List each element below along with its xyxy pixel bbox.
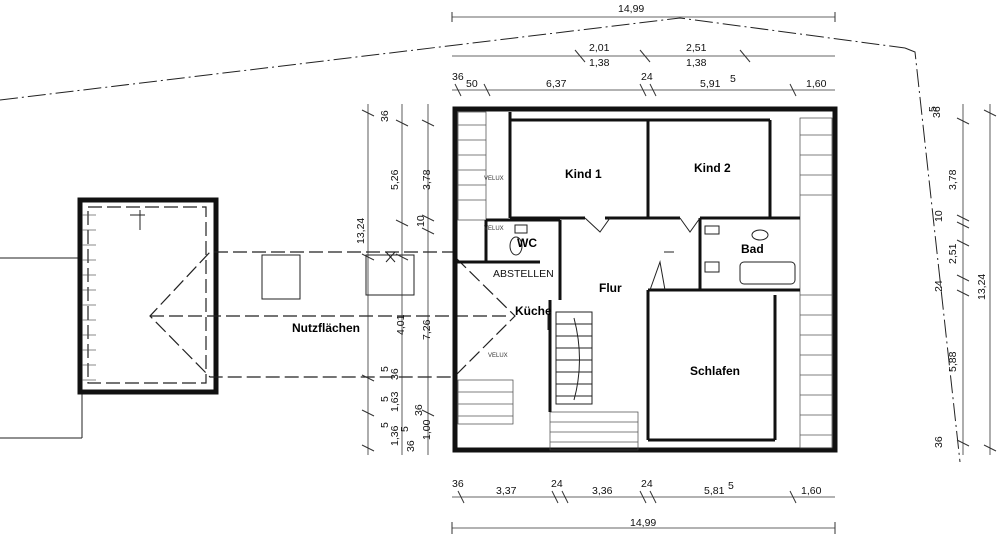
main-building-walls — [452, 106, 838, 453]
dim-left-l9: 5 — [379, 366, 391, 372]
dim-right-r5: 24 — [933, 280, 945, 292]
velux-label-2: VELUX — [484, 226, 504, 232]
dim-bottom-b2: 24 — [551, 478, 563, 490]
dimension-chain-right — [956, 104, 997, 455]
dim-top-c3: 5,91 — [700, 78, 721, 90]
roof-hatch-left — [457, 111, 639, 451]
dim-left-l16: 1,00 — [421, 419, 433, 440]
dim-right-r6: 13,24 — [976, 274, 988, 300]
dim-right-r4: 2,51 — [947, 243, 959, 264]
dim-left-l2: 3,78 — [421, 169, 433, 190]
dim-left-l8: 36 — [389, 368, 401, 380]
dimension-chain-top — [451, 12, 836, 97]
sanitary-fixtures — [509, 224, 796, 285]
flur-outline — [584, 217, 701, 291]
roof-outline — [149, 251, 516, 378]
dim-left-l6: 4,01 — [395, 314, 407, 335]
dim-bottom-b5b: 5 — [728, 480, 734, 492]
dim-right-r2: 3,78 — [947, 169, 959, 190]
dim-bottom-total: 14,99 — [630, 517, 656, 529]
dim-bottom-b4: 24 — [641, 478, 653, 490]
interior-walls — [456, 112, 800, 442]
room-label-bad: Bad — [741, 242, 764, 256]
room-label-kind2: Kind 2 — [694, 161, 731, 175]
dim-right-r3: 10 — [933, 210, 945, 222]
room-label-flur: Flur — [599, 281, 622, 295]
dim-left-l17: 5 — [399, 426, 411, 432]
dim-right-r8: 36 — [933, 436, 945, 448]
column-markers — [385, 251, 674, 330]
roof-hatch-right — [799, 117, 833, 449]
dim-left-l11: 5 — [379, 396, 391, 402]
property-line-right — [904, 47, 961, 463]
dim-right-r1: 36 — [931, 106, 943, 118]
dim-bottom-b6: 1,60 — [801, 485, 822, 497]
dim-left-l12: 36 — [413, 404, 425, 416]
room-label-nutzflaechen: Nutzflächen — [292, 321, 360, 335]
velux-label-1: VELUX — [484, 176, 504, 182]
dim-left-l14: 5 — [379, 422, 391, 428]
dim-right-r7: 5,88 — [947, 351, 959, 372]
dim-right-r9: 5 — [927, 106, 939, 112]
dim-top-c0b: 50 — [466, 78, 478, 90]
room-label-schlafen: Schlafen — [690, 364, 740, 378]
dim-bottom-b0: 36 — [452, 478, 464, 490]
dim-left-l7: 7,26 — [421, 319, 433, 340]
room-label-abstellen: ABSTELLEN — [493, 268, 554, 280]
stairs — [555, 311, 593, 405]
dimension-chain-left — [361, 104, 435, 455]
dim-top-c0: 36 — [452, 71, 464, 83]
dim-bottom-b3: 3,36 — [592, 485, 613, 497]
dim-top-c1: 6,37 — [546, 78, 567, 90]
dim-top-b: 2,51 — [686, 42, 707, 54]
property-line-top — [0, 17, 906, 101]
dim-top-c4: 1,60 — [806, 78, 827, 90]
dim-top-a-sub: 1,38 — [589, 57, 610, 69]
dim-left-l5: 13,24 — [355, 218, 367, 244]
neighbour-outline — [0, 257, 83, 439]
dimension-chain-bottom — [451, 490, 836, 534]
dim-left-l3: 5,26 — [389, 169, 401, 190]
dim-top-b-sub: 1,38 — [686, 57, 707, 69]
dim-bottom-b1: 3,37 — [496, 485, 517, 497]
room-label-kind1: Kind 1 — [565, 167, 602, 181]
attic-annex — [77, 197, 219, 395]
room-label-kueche: Küche — [515, 304, 552, 318]
dim-left-l15: 36 — [405, 440, 417, 452]
dim-left-l4: 10 — [415, 215, 427, 227]
dim-top-c2: 24 — [641, 71, 653, 83]
velux-label-3: VELUX — [488, 353, 508, 359]
dim-left-l13: 1,36 — [389, 425, 401, 446]
dim-left-l1: 36 — [379, 110, 391, 122]
dim-top-total: 14,99 — [618, 3, 644, 15]
dim-top-a: 2,01 — [589, 42, 610, 54]
dim-left-l10: 1,63 — [389, 391, 401, 412]
dim-top-c3b: 5 — [730, 73, 736, 85]
room-label-wc: WC — [517, 236, 537, 250]
dim-bottom-b5: 5,81 — [704, 485, 725, 497]
